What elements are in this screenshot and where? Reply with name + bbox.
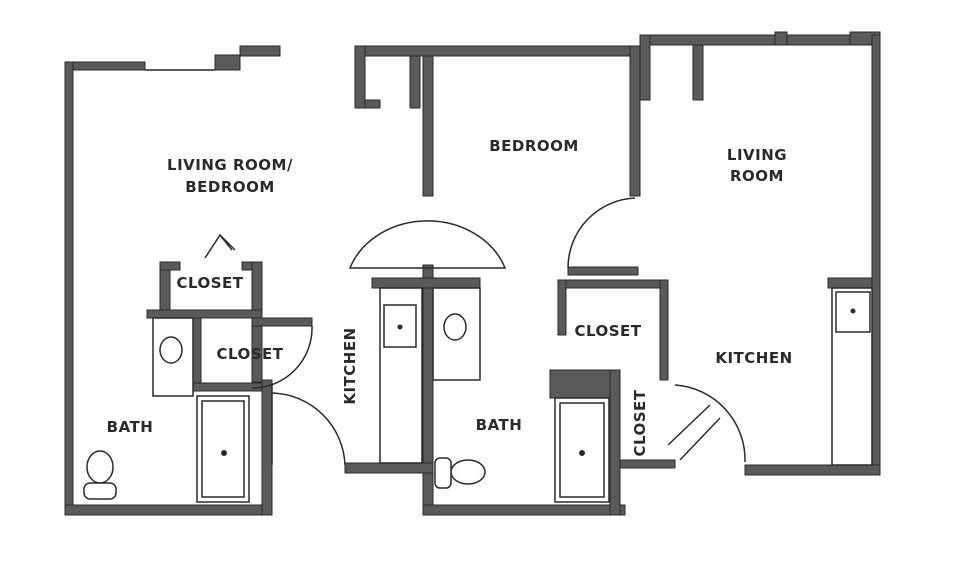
label-closet: CLOSET xyxy=(574,322,641,340)
label-living-room: LIVING xyxy=(727,146,787,164)
label-bath: BATH xyxy=(476,416,523,434)
sink-basin-icon xyxy=(443,313,467,341)
label-closet: CLOSET xyxy=(176,274,243,292)
label-kitchen: KITCHEN xyxy=(341,327,359,404)
label-closet: CLOSET xyxy=(631,389,649,456)
toilet-icon xyxy=(86,450,114,484)
drain-icon xyxy=(221,450,227,456)
room-labels: LIVING ROOM/ BEDROOM CLOSET CLOSET BATH … xyxy=(107,137,792,457)
toilet-icon xyxy=(450,459,486,485)
fixtures xyxy=(83,287,873,503)
doors xyxy=(204,197,746,466)
sink-basin-icon xyxy=(159,336,183,364)
label-bath: BATH xyxy=(107,418,154,436)
label-closet: CLOSET xyxy=(216,345,283,363)
label-living-bedroom-2: BEDROOM xyxy=(185,178,275,196)
label-kitchen: KITCHEN xyxy=(715,349,792,367)
label-bedroom: BEDROOM xyxy=(489,137,579,155)
label-living-room-2: ROOM xyxy=(730,167,784,185)
drain-icon xyxy=(579,450,585,456)
label-living-bedroom: LIVING ROOM/ xyxy=(167,156,293,174)
